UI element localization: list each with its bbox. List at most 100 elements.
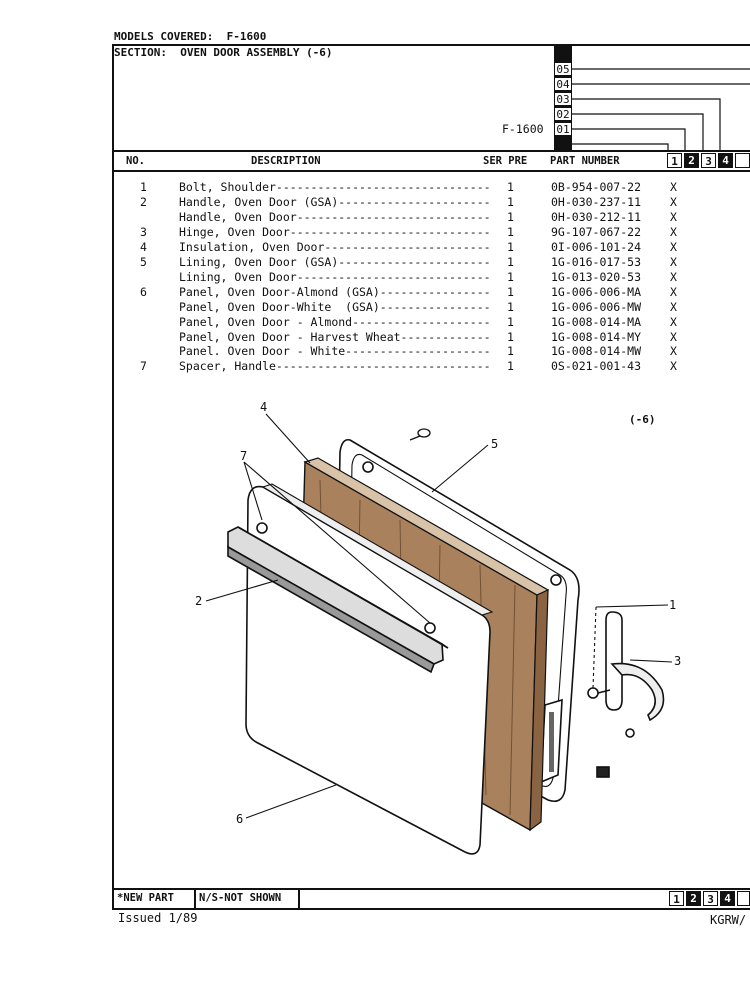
part-desc: Handle, Oven Door (GSA)-----------------…	[179, 195, 491, 209]
part-x: X	[670, 344, 677, 358]
part-x: X	[670, 300, 677, 314]
footer-divider	[298, 888, 300, 909]
stack-number: 03	[554, 92, 572, 106]
part-x: X	[670, 180, 677, 194]
footer-num-4: 4	[720, 891, 735, 906]
part-number: 1G-006-006-MW	[551, 300, 642, 314]
part-qty: 1	[507, 240, 514, 254]
part-number: 0H-030-237-11	[551, 195, 642, 209]
footer-num-3: 3	[703, 891, 718, 906]
part-no: 3	[140, 225, 147, 239]
footer-num-1: 1	[669, 891, 684, 906]
part-desc: Panel, Oven Door-White (GSA)------------…	[179, 300, 491, 314]
part-no: 7	[140, 359, 147, 373]
part-x: X	[670, 210, 677, 224]
col-num-3: 3	[701, 153, 716, 168]
new-part-legend: *NEW PART	[117, 892, 174, 904]
part-no: 4	[140, 240, 147, 254]
callout-5: 5	[491, 437, 499, 451]
footer-bottom-rule	[112, 908, 750, 910]
model-tag: F-1600	[502, 122, 544, 136]
hinge-part	[587, 611, 665, 778]
part-number: 1G-008-014-MA	[551, 315, 642, 329]
part-x: X	[670, 225, 677, 239]
models-value: F-1600	[226, 30, 267, 43]
part-desc: Panel. Oven Door - White----------------…	[179, 344, 491, 358]
part-no: 1	[140, 180, 147, 194]
screw	[409, 428, 431, 441]
part-x: X	[670, 330, 677, 344]
callout-leaders	[205, 413, 673, 819]
part-x: X	[670, 240, 677, 254]
part-x: X	[670, 285, 677, 299]
diagram-tag: (-6)	[629, 413, 656, 426]
part-qty: 1	[507, 315, 514, 329]
not-shown-legend: N/S-NOT SHOWN	[199, 892, 282, 904]
part-desc: Hinge, Oven Door------------------------…	[179, 225, 491, 239]
callout-3: 3	[674, 654, 682, 668]
part-x: X	[670, 315, 677, 329]
part-number: 0B-954-007-22	[551, 180, 642, 194]
part-number: 0H-030-212-11	[551, 210, 642, 224]
part-desc: Spacer, Handle--------------------------…	[179, 359, 491, 373]
part-number: 1G-006-006-MA	[551, 285, 642, 299]
part-qty: 1	[507, 255, 514, 269]
part-number: 1G-008-014-MY	[551, 330, 642, 344]
stack-connectors	[572, 68, 750, 150]
part-number: 1G-008-014-MW	[551, 344, 642, 358]
issued-date: Issued 1/89	[118, 911, 198, 925]
part-desc: Panel, Oven Door - Almond---------------…	[179, 315, 491, 329]
part-qty: 1	[507, 195, 514, 209]
part-qty: 1	[507, 344, 514, 358]
part-x: X	[670, 255, 677, 269]
part-desc: Handle, Oven Door-----------------------…	[179, 210, 491, 224]
footer-num-end	[737, 891, 750, 906]
callout-4: 4	[260, 400, 268, 414]
oven-door-diagram	[205, 413, 673, 855]
col-num-4: 4	[718, 153, 733, 168]
part-number: 9G-107-067-22	[551, 225, 642, 239]
catalog-code: KGRW/	[710, 913, 747, 927]
part-no: 2	[140, 195, 147, 209]
part-desc: Insulation, Oven Door-------------------…	[179, 240, 491, 254]
part-x: X	[670, 270, 677, 284]
models-label: MODELS COVERED:	[114, 30, 214, 43]
handle-part	[227, 522, 449, 674]
callout-1: 1	[669, 598, 677, 612]
left-border	[112, 44, 114, 910]
column-header-top-rule	[112, 150, 750, 152]
callout-2: 2	[195, 594, 203, 608]
part-qty: 1	[507, 300, 514, 314]
footer-divider	[194, 888, 196, 909]
part-qty: 1	[507, 359, 514, 373]
callout-7: 7	[240, 449, 248, 463]
part-desc: Lining, Oven Door (GSA)-----------------…	[179, 255, 491, 269]
part-number: 1G-013-020-53	[551, 270, 642, 284]
stack-number: 04	[554, 77, 572, 91]
part-no: 6	[140, 285, 147, 299]
col-no: NO.	[126, 155, 145, 167]
column-header-bottom-rule	[112, 170, 750, 172]
part-desc: Bolt, Shoulder--------------------------…	[179, 180, 491, 194]
section-title: SECTION: OVEN DOOR ASSEMBLY (-6)	[114, 46, 333, 59]
stack-number: 01	[554, 122, 572, 136]
part-qty: 1	[507, 210, 514, 224]
part-number: 1G-016-017-53	[551, 255, 642, 269]
col-num-2: 2	[684, 153, 699, 168]
section-label: SECTION:	[114, 46, 167, 59]
col-ser-pre: SER PRE	[483, 155, 528, 167]
section-value: OVEN DOOR ASSEMBLY (-6)	[180, 46, 333, 59]
stack-number: 02	[554, 107, 572, 121]
part-qty: 1	[507, 180, 514, 194]
part-desc: Panel, Oven Door - Harvest Wheat--------…	[179, 330, 491, 344]
col-description: DESCRIPTION	[251, 155, 321, 167]
part-qty: 1	[507, 285, 514, 299]
models-covered: MODELS COVERED: F-1600	[114, 30, 266, 43]
part-x: X	[670, 195, 677, 209]
part-qty: 1	[507, 270, 514, 284]
col-part-number: PART NUMBER	[550, 155, 620, 167]
part-number: 0S-021-001-43	[551, 359, 642, 373]
header-rule	[112, 44, 750, 46]
part-qty: 1	[507, 225, 514, 239]
part-no: 5	[140, 255, 147, 269]
